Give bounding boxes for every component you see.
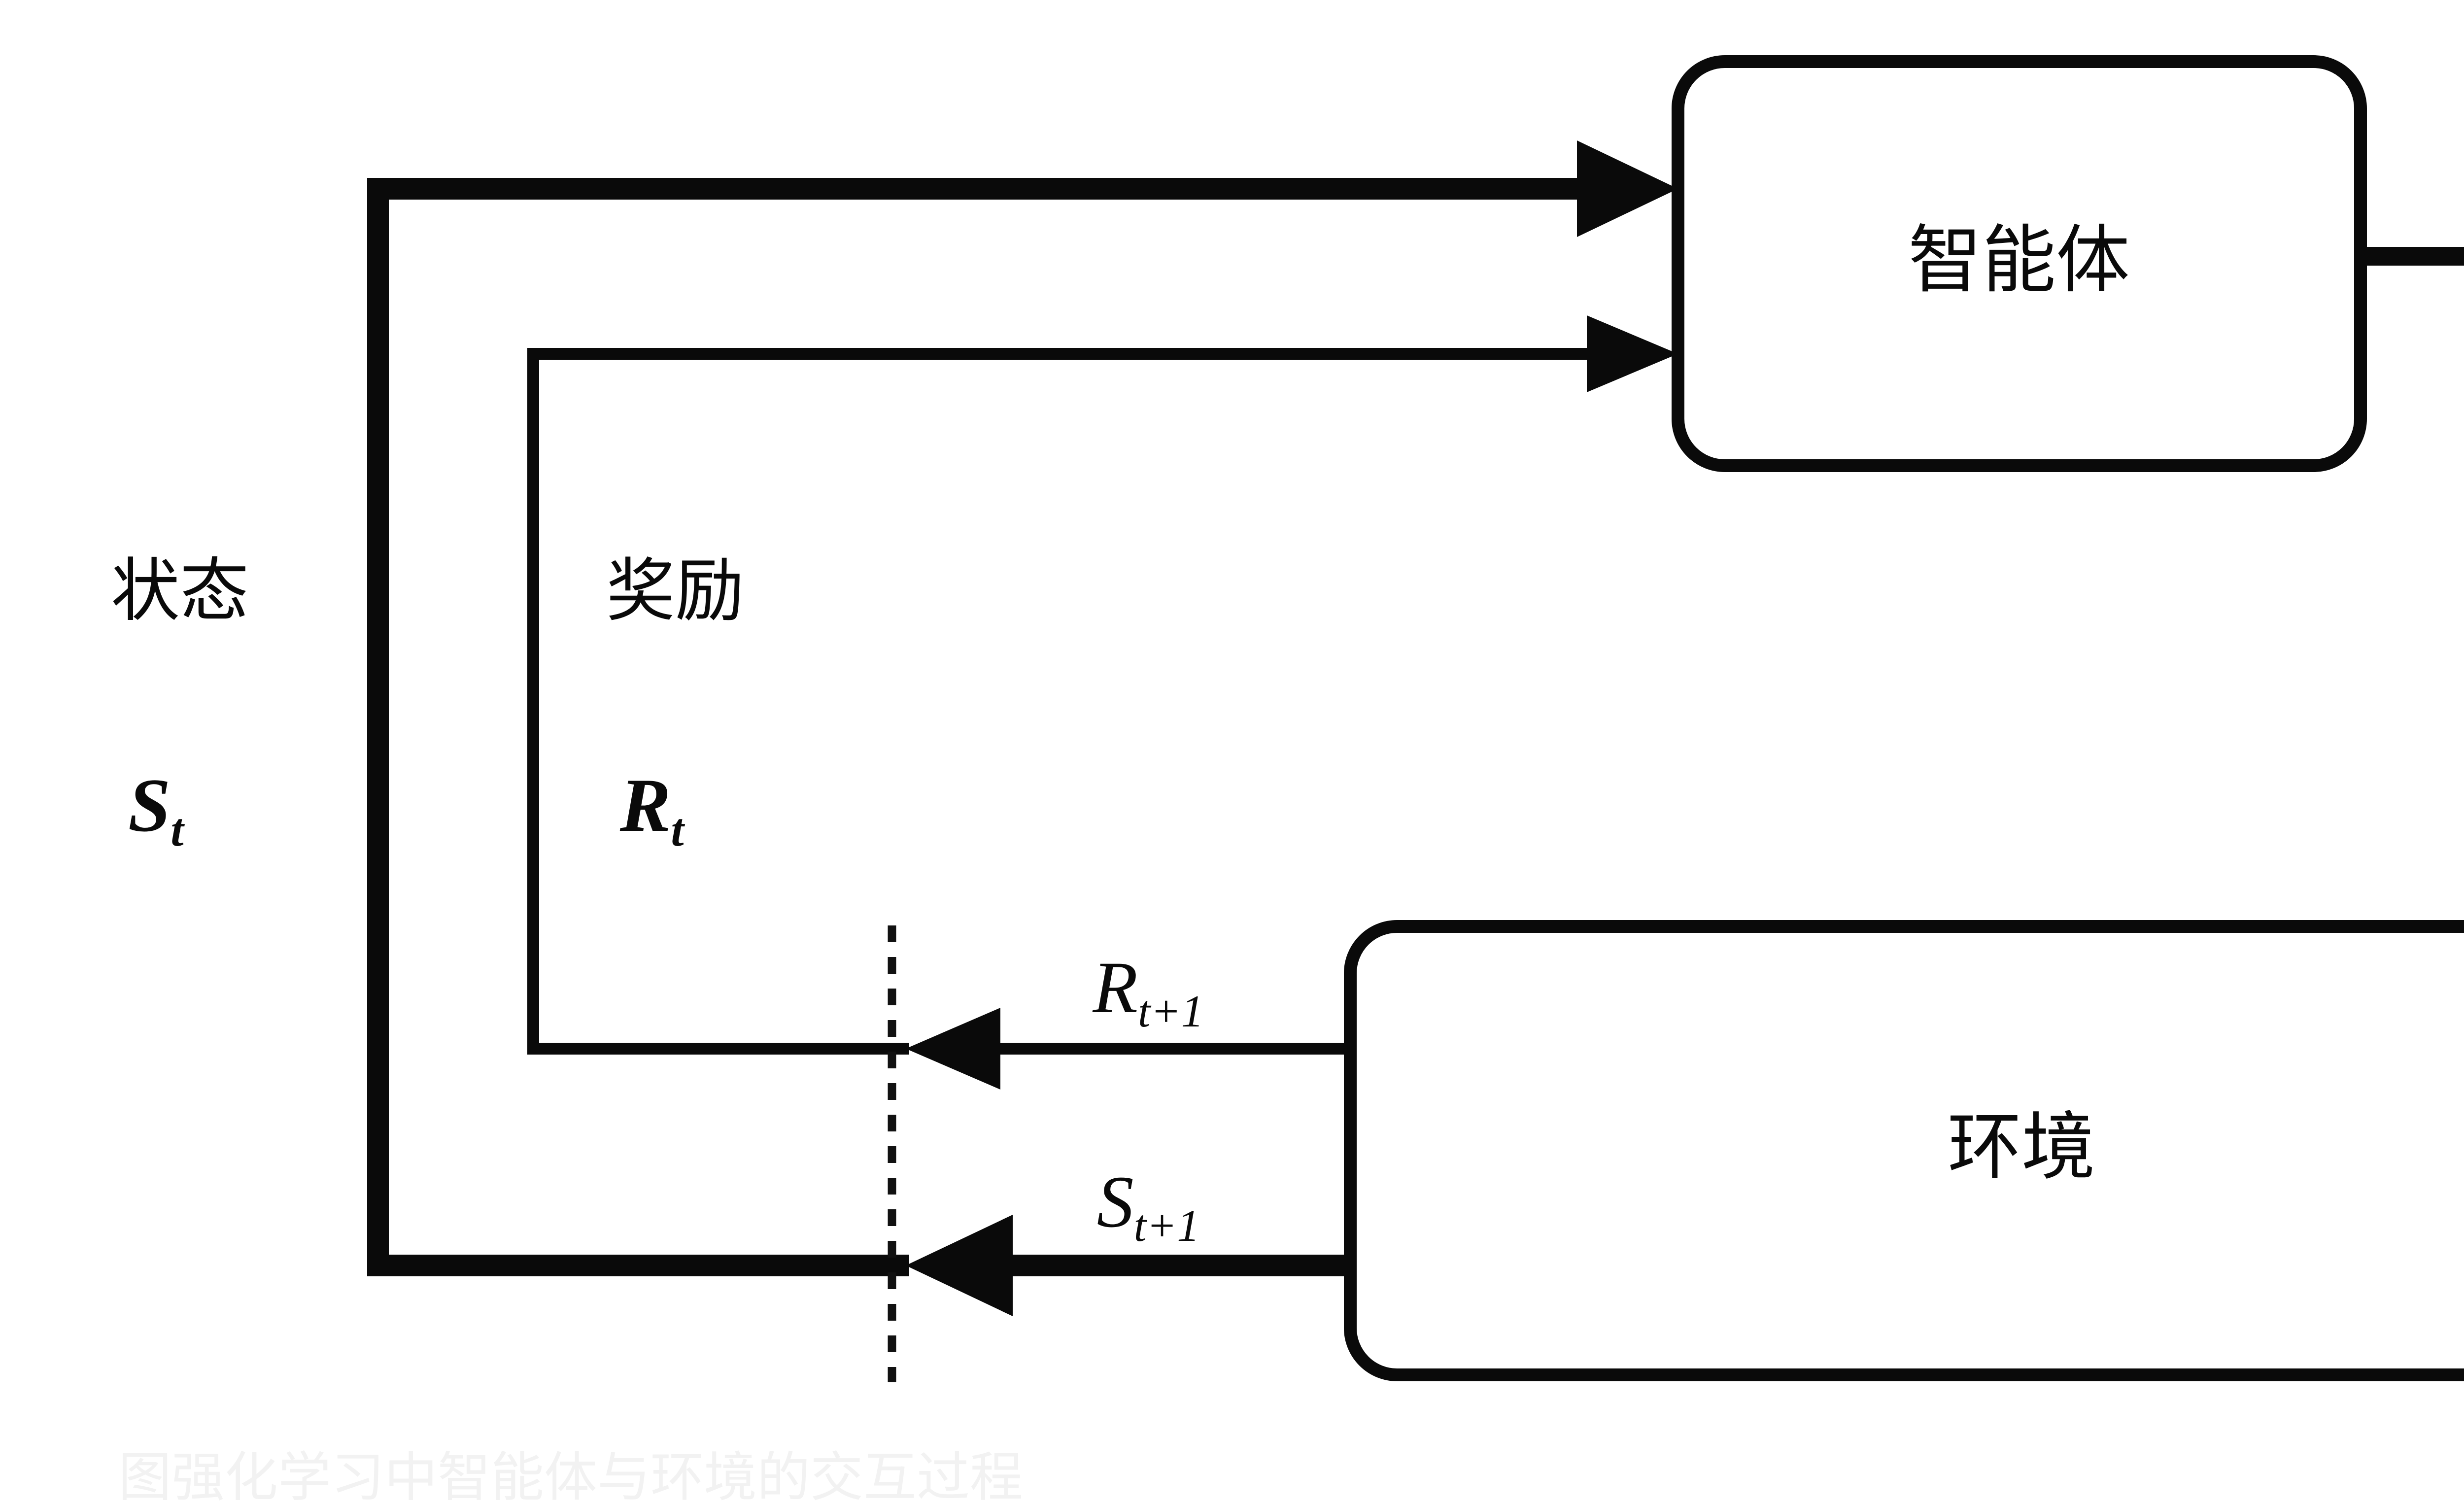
agent-label: 智能体 <box>1908 220 2130 302</box>
state-feedback-line <box>367 178 1621 1276</box>
state-emit-arrowhead <box>906 1215 1013 1316</box>
connector-state-emit <box>906 1215 1350 1316</box>
connector-reward-emit <box>906 1008 1350 1090</box>
agent-box[interactable] <box>1672 55 2367 472</box>
state-next-base: S <box>1097 1161 1134 1243</box>
side-label-state: 状态 St <box>111 553 249 856</box>
connector-reward-feedback <box>527 315 1678 1055</box>
edge-label-reward-next: Rt+1 <box>1092 947 1203 1036</box>
reward-feedback-line <box>527 348 1626 1055</box>
reward-symbol: Rt <box>619 763 685 856</box>
figure-caption: 图强化学习中智能体与环境的交互过程 <box>118 1449 1023 1503</box>
edge-label-state-next: St+1 <box>1097 1161 1200 1251</box>
reward-next-base: R <box>1092 947 1138 1028</box>
state-symbol: St <box>128 763 185 856</box>
reward-cjk-label: 奖励 <box>606 553 744 630</box>
node-environment[interactable]: 环境 <box>1344 920 2464 1381</box>
state-symbol-subscript: t <box>171 804 185 856</box>
reward-symbol-subscript: t <box>671 804 685 856</box>
reward-emit-arrowhead <box>906 1008 1000 1090</box>
node-agent[interactable]: 智能体 <box>1672 55 2367 472</box>
environment-box[interactable] <box>1344 920 2464 1381</box>
state-feedback-arrowhead <box>1577 140 1678 237</box>
state-cjk-label: 状态 <box>111 553 249 630</box>
reward-feedback-arrowhead <box>1587 315 1678 392</box>
side-label-reward: 奖励 Rt <box>606 553 744 856</box>
reward-next-subscript: t+1 <box>1138 986 1204 1036</box>
environment-label: 环境 <box>1948 1107 2095 1189</box>
state-next-subscript: t+1 <box>1134 1200 1200 1251</box>
connector-state-feedback <box>367 140 1678 1276</box>
state-symbol-base: S <box>128 763 171 848</box>
reward-symbol-base: R <box>619 763 671 848</box>
